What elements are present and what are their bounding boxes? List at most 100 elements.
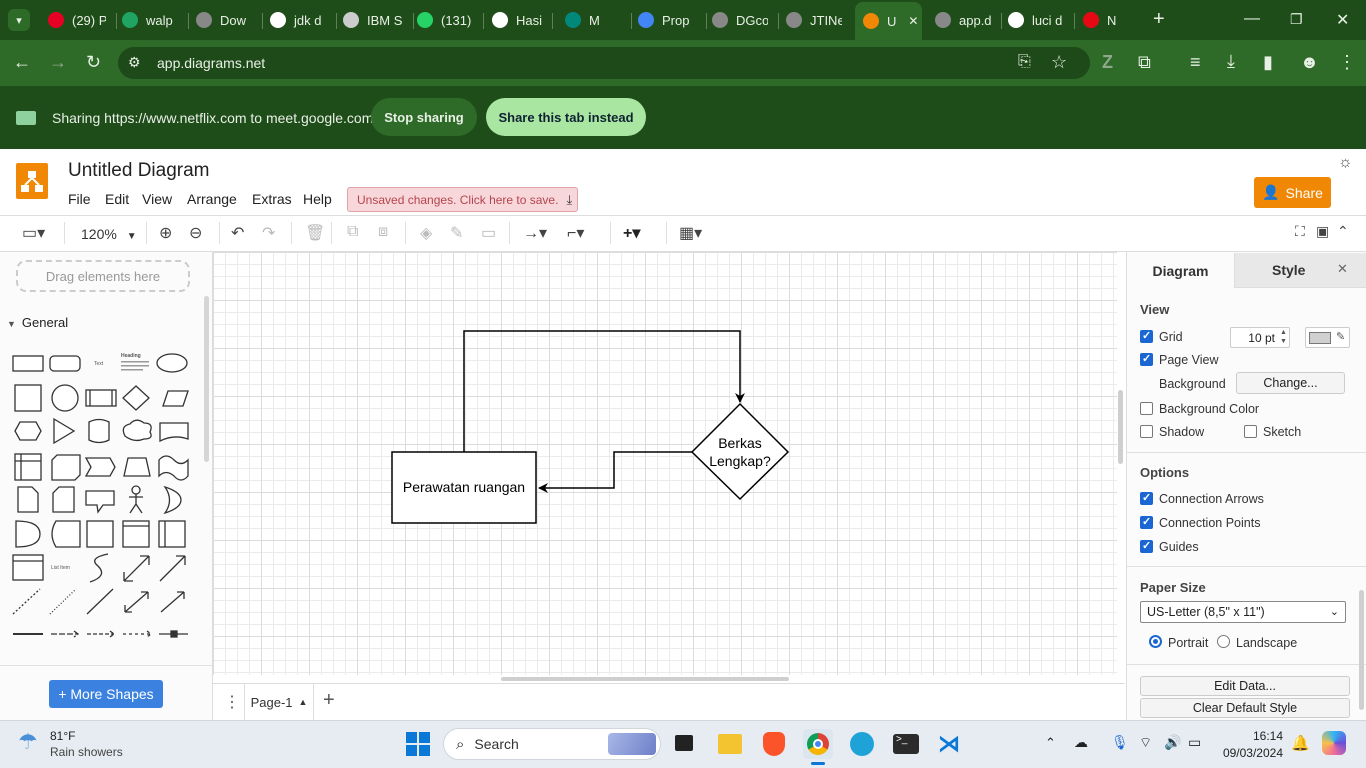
share-button[interactable]: 👤 Share xyxy=(1254,177,1331,208)
file-explorer-icon[interactable] xyxy=(718,734,742,754)
connection-arrow-icon[interactable]: →▾ xyxy=(523,225,548,242)
terminal-icon[interactable]: >_ xyxy=(893,734,919,754)
browser-tab[interactable]: N xyxy=(1083,6,1139,34)
extension-z-icon[interactable]: Z xyxy=(1102,52,1113,72)
clear-default-style-button[interactable]: Clear Default Style xyxy=(1140,698,1350,718)
edge-decision-to-process[interactable] xyxy=(538,451,692,493)
browser-tab[interactable]: U✕ xyxy=(855,2,922,40)
portrait-radio[interactable] xyxy=(1149,635,1162,648)
stop-sharing-button[interactable]: Stop sharing xyxy=(371,98,477,136)
back-icon[interactable]: ← xyxy=(13,52,31,72)
browser-tab[interactable]: M xyxy=(565,6,621,34)
browser-tab[interactable]: (29) P xyxy=(48,6,106,34)
restore-icon[interactable]: ❐ xyxy=(1290,11,1303,27)
chrome-menu-icon[interactable]: ⋮ xyxy=(1338,52,1356,72)
site-info-icon[interactable]: ⚙ xyxy=(128,54,141,70)
sketch-checkbox[interactable] xyxy=(1244,425,1257,438)
menu-help[interactable]: Help xyxy=(303,191,332,207)
grid-size-input[interactable]: 10 pt xyxy=(1230,327,1290,348)
insert-plus-icon[interactable]: +▾ xyxy=(623,225,641,242)
edit-data-button[interactable]: Edit Data... xyxy=(1140,676,1350,696)
shadow-checkbox[interactable] xyxy=(1140,425,1153,438)
shape-heading[interactable]: Heading xyxy=(121,353,141,359)
tab-search-button[interactable]: ▾ xyxy=(8,9,30,31)
page-view-checkbox[interactable] xyxy=(1140,352,1153,366)
browser-tab[interactable]: JTINe xyxy=(786,6,842,34)
extensions-puzzle-icon[interactable]: ⧉ xyxy=(1138,52,1151,72)
pages-menu-icon[interactable]: ⋮ xyxy=(224,694,240,711)
new-tab-icon[interactable]: + xyxy=(1153,8,1165,30)
format-panel-icon[interactable]: ▭▾ xyxy=(22,225,46,242)
zoom-in-icon[interactable]: ⊕ xyxy=(159,225,173,242)
grid-size-stepper-icon[interactable]: ▲▼ xyxy=(1280,329,1287,345)
background-color-checkbox[interactable] xyxy=(1140,402,1153,415)
close-tab-icon[interactable]: ✕ xyxy=(908,14,919,28)
change-background-button[interactable]: Change... xyxy=(1236,372,1345,394)
share-this-tab-button[interactable]: Share this tab instead xyxy=(486,98,646,136)
fullscreen-icon[interactable]: ⛶ xyxy=(1295,223,1305,239)
notification-bell-icon[interactable]: 🔔 xyxy=(1291,735,1310,752)
diagram-canvas[interactable]: Perawatan ruangan Berkas Lengkap? xyxy=(213,252,1117,675)
page-tab[interactable]: Page-1 ▲ xyxy=(244,684,314,720)
shape-textbox-line[interactable] xyxy=(121,369,143,371)
theme-icon[interactable]: ☼ xyxy=(1338,154,1353,171)
panel-scrollbar[interactable] xyxy=(1359,590,1364,710)
shape-palette[interactable]: Text Heading List Item xyxy=(8,346,198,646)
reload-icon[interactable]: ↻ xyxy=(86,52,102,72)
shape-textbox-line[interactable] xyxy=(121,365,149,367)
onedrive-off-icon[interactable]: ☁ xyxy=(1074,734,1088,750)
waypoints-icon[interactable]: ⌐▾ xyxy=(567,225,585,242)
browser-tab[interactable]: jdk d xyxy=(270,6,326,34)
document-title[interactable]: Untitled Diagram xyxy=(68,160,210,181)
forward-icon[interactable]: → xyxy=(49,52,67,72)
shape-text[interactable]: Text xyxy=(94,361,104,367)
chrome-taskbar-icon[interactable] xyxy=(803,729,833,759)
browser-tab[interactable]: Dow xyxy=(196,6,252,34)
zoom-out-icon[interactable]: ⊖ xyxy=(189,225,203,242)
close-panel-icon[interactable]: ✕ xyxy=(1337,261,1348,276)
volume-icon[interactable]: 🔊 xyxy=(1164,734,1182,750)
menu-arrange[interactable]: Arrange xyxy=(187,191,237,207)
edge-process-to-decision[interactable] xyxy=(463,330,745,452)
browser-tab[interactable]: Prop xyxy=(638,6,696,34)
weather-icon[interactable]: ☂ xyxy=(18,729,38,754)
install-app-icon[interactable]: ⎘ xyxy=(1018,53,1031,70)
start-button[interactable] xyxy=(406,732,430,756)
to-back-icon[interactable]: ⧈ xyxy=(378,223,389,240)
landscape-radio[interactable] xyxy=(1217,635,1230,648)
edge-icon[interactable] xyxy=(850,732,874,756)
decision-shape-berkas[interactable] xyxy=(690,402,790,501)
delete-icon[interactable]: 🗑 xyxy=(305,225,326,242)
process-shape-perawatan[interactable] xyxy=(391,451,537,524)
browser-tab[interactable]: Hasil xyxy=(492,6,542,34)
redo-icon[interactable]: ↷ xyxy=(262,225,276,242)
undo-icon[interactable]: ↶ xyxy=(231,225,245,242)
scratchpad-drop-zone[interactable]: Drag elements here xyxy=(16,260,190,292)
vscode-icon[interactable]: ⋊ xyxy=(938,731,960,756)
canvas-vertical-scrollbar[interactable] xyxy=(1118,390,1123,464)
microphone-icon[interactable]: 🎙 xyxy=(1111,734,1129,750)
address-bar[interactable] xyxy=(118,47,1090,79)
collapse-icon[interactable]: ⌃ xyxy=(1337,223,1349,239)
sidebar-scrollbar[interactable] xyxy=(204,296,209,462)
browser-tab[interactable]: walp xyxy=(122,6,178,34)
brave-browser-icon[interactable] xyxy=(763,732,785,756)
side-panel-icon[interactable]: ▮ xyxy=(1263,52,1273,72)
shape-textbox-line[interactable] xyxy=(121,361,149,363)
downloads-icon[interactable]: ⤓ xyxy=(1227,51,1235,71)
add-page-icon[interactable]: + xyxy=(323,689,335,711)
browser-tab[interactable]: DGco xyxy=(712,6,768,34)
clock-date[interactable]: 09/03/2024 xyxy=(1222,746,1283,760)
tab-style[interactable]: Style xyxy=(1234,253,1366,288)
browser-tab[interactable]: luci d xyxy=(1008,6,1064,34)
paper-size-select[interactable]: US-Letter (8,5" x 11") ⌄ xyxy=(1140,601,1346,623)
clock-time[interactable]: 16:14 xyxy=(1252,729,1283,743)
wifi-icon[interactable]: ⌔ xyxy=(1139,734,1153,750)
to-front-icon[interactable]: ⧉ xyxy=(347,223,359,240)
grid-color-swatch[interactable]: ✎ xyxy=(1305,327,1350,348)
canvas-horizontal-scrollbar[interactable] xyxy=(501,677,789,681)
more-shapes-button[interactable]: + More Shapes xyxy=(49,680,163,708)
task-view-icon[interactable] xyxy=(675,735,693,751)
browser-tab[interactable]: (131) xyxy=(417,6,473,34)
table-icon[interactable]: ▦▾ xyxy=(679,225,703,242)
